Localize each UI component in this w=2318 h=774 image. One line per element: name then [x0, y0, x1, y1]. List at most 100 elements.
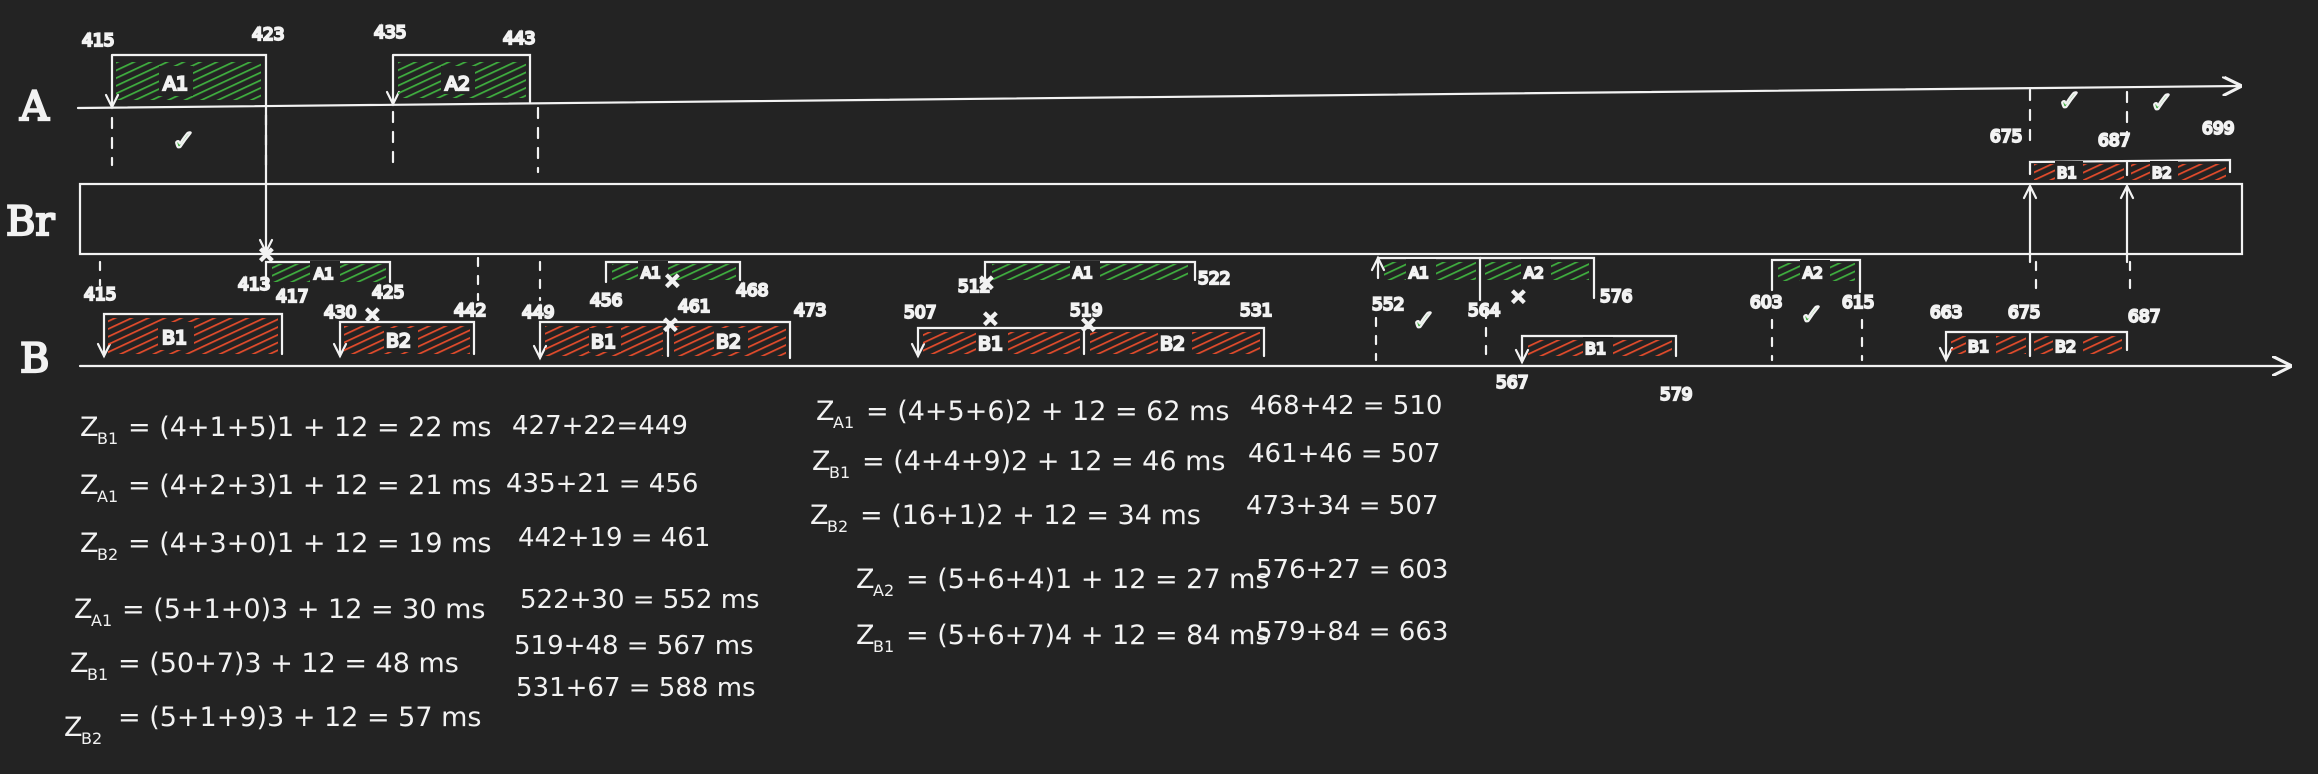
- b-tick-615: 615: [1842, 293, 1874, 313]
- checkmark-icon: ✓: [2150, 86, 2173, 119]
- lane-label-a: A: [19, 84, 50, 130]
- equation-row: Z B1 = (5+6+7)4 + 12 = 84 ms 579+84 = 66…: [856, 617, 1448, 656]
- b-b2-label: B2: [386, 330, 411, 352]
- b-a1-a2-late: A1 A2 ✕: [1370, 255, 1596, 310]
- b-b2-label: B2: [1160, 333, 1185, 355]
- b-tick-603: 603: [1750, 293, 1782, 313]
- eq-sub: A2: [873, 581, 894, 600]
- a2-block: A2: [385, 53, 532, 107]
- eq-result: 576+27 = 603: [1256, 555, 1448, 585]
- b-tick-417: 417: [276, 287, 308, 307]
- b-b1-567: B1: [1514, 334, 1678, 365]
- eq-result: 519+48 = 567 ms: [514, 631, 754, 661]
- a-dashed-guides: [110, 88, 2129, 174]
- b-b1-b2-second: B1 B2 ✕: [532, 312, 792, 361]
- eq-lhs: Z: [816, 396, 835, 427]
- equation-row: Z A2 = (5+6+4)1 + 12 = 27 ms 576+27 = 60…: [856, 555, 1448, 600]
- b-a1-third: A1 ✕: [977, 260, 1197, 296]
- a2-label: A2: [445, 73, 470, 95]
- b-b2-label: B2: [716, 331, 741, 353]
- conflict-x-icon: ✕: [982, 307, 999, 331]
- eq-sub: B2: [97, 545, 118, 564]
- b-tick-415: 415: [84, 285, 116, 305]
- eq-result: 522+30 = 552 ms: [520, 585, 760, 615]
- equation-row: Z B1 = (4+4+9)2 + 12 = 46 ms 461+46 = 50…: [812, 439, 1440, 482]
- checkmark-icon: ✓: [172, 124, 195, 157]
- lane-label-b: B: [20, 336, 49, 382]
- b-tick-456: 456: [590, 291, 622, 311]
- b-tick-687: 687: [2128, 307, 2160, 327]
- eq-result: 461+46 = 507: [1248, 439, 1440, 469]
- equation-row: Z B2 = (5+1+9)3 + 12 = 57 ms 531+67 = 58…: [64, 673, 756, 748]
- eq-sub: B1: [97, 429, 118, 448]
- eq-lhs: Z: [80, 470, 99, 501]
- equation-row: Z A1 = (5+1+0)3 + 12 = 30 ms 522+30 = 55…: [74, 585, 760, 630]
- b-b1-b2-third: B1 B2 ✕ ✕: [910, 306, 1266, 359]
- eq-sub: A1: [833, 413, 854, 432]
- a-tick-443: 443: [503, 29, 535, 49]
- b-tick-512: 512: [958, 277, 990, 297]
- conflict-x-icon: ✕: [1080, 313, 1097, 337]
- conflict-x-icon: ✕: [364, 303, 381, 327]
- b-a1-label: A1: [1409, 264, 1429, 282]
- eq-result: 442+19 = 461: [518, 523, 710, 553]
- eq-result: 435+21 = 456: [506, 469, 698, 499]
- b-tick-519: 519: [1070, 301, 1102, 321]
- eq-result: 427+22=449: [512, 411, 688, 441]
- eq-sub: A1: [97, 487, 118, 506]
- b-a2-603: A2: [1770, 258, 1862, 294]
- b-a1-second: A1 ✕: [604, 260, 742, 294]
- eq-sub: B1: [829, 463, 850, 482]
- b-tick-564: 564: [1468, 301, 1500, 321]
- b-tick-531: 531: [1240, 301, 1272, 321]
- br-b1-b2-blocks: B1 B2: [2022, 158, 2232, 264]
- b-b1-label: B1: [162, 327, 187, 349]
- eq-lhs: Z: [64, 712, 83, 743]
- b-a1-label: A1: [1073, 264, 1093, 282]
- b-b1-label: B1: [1968, 337, 1989, 356]
- b-tick-413: 413: [238, 275, 270, 295]
- eq-result: 473+34 = 507: [1246, 491, 1438, 521]
- eq-rhs: = (5+6+4)1 + 12 = 27 ms: [906, 564, 1269, 595]
- eq-sub: A1: [91, 611, 112, 630]
- b-tick-507: 507: [904, 303, 936, 323]
- b-b1-label: B1: [978, 333, 1003, 355]
- eq-sub: B1: [873, 637, 894, 656]
- eq-lhs: Z: [70, 648, 89, 679]
- b-tick-430: 430: [324, 303, 356, 323]
- b-tick-468: 468: [736, 281, 768, 301]
- b-tick-567: 567: [1496, 373, 1528, 393]
- a-tick-687: 687: [2098, 131, 2130, 151]
- eq-lhs: Z: [80, 528, 99, 559]
- equation-row: Z B1 = (4+1+5)1 + 12 = 22 ms 427+22=449: [80, 411, 688, 448]
- b-a1-first: A1 ✕: [257, 242, 392, 288]
- a-tick-675: 675: [1990, 127, 2022, 147]
- eq-rhs: = (5+6+7)4 + 12 = 84 ms: [906, 620, 1269, 651]
- b-dashed-guides: [98, 256, 2132, 362]
- b-a2-label: A2: [1803, 264, 1823, 282]
- eq-lhs: Z: [80, 412, 99, 443]
- conflict-x-icon: ✕: [978, 271, 995, 295]
- a-tick-699: 699: [2202, 119, 2234, 139]
- b-b2-label: B2: [2055, 337, 2076, 356]
- eq-rhs: = (4+1+5)1 + 12 = 22 ms: [128, 412, 491, 443]
- checkmark-icon: ✓: [2058, 84, 2081, 117]
- eq-rhs: = (4+3+0)1 + 12 = 19 ms: [128, 528, 491, 559]
- conflict-x-icon: ✕: [258, 243, 275, 267]
- br-b2-label: B2: [2152, 164, 2172, 182]
- b-tick-449: 449: [522, 303, 554, 323]
- b-tick-552: 552: [1372, 295, 1404, 315]
- equation-row: Z B2 = (16+1)2 + 12 = 34 ms 473+34 = 507: [810, 491, 1438, 536]
- eq-lhs: Z: [856, 564, 875, 595]
- checkmark-icon: ✓: [1412, 304, 1435, 337]
- timeline-axis-a: [76, 86, 2240, 110]
- b-a2-label: A2: [1524, 264, 1544, 282]
- equations-right: Z A1 = (4+5+6)2 + 12 = 62 ms 468+42 = 51…: [810, 391, 1448, 656]
- b-tick-522: 522: [1198, 269, 1230, 289]
- b-tick-473: 473: [794, 301, 826, 321]
- equation-row: Z A1 = (4+5+6)2 + 12 = 62 ms 468+42 = 51…: [816, 391, 1442, 432]
- lane-label-br: Br: [6, 199, 55, 245]
- equation-row: Z B1 = (50+7)3 + 12 = 48 ms 519+48 = 567…: [70, 631, 754, 684]
- eq-lhs: Z: [856, 620, 875, 651]
